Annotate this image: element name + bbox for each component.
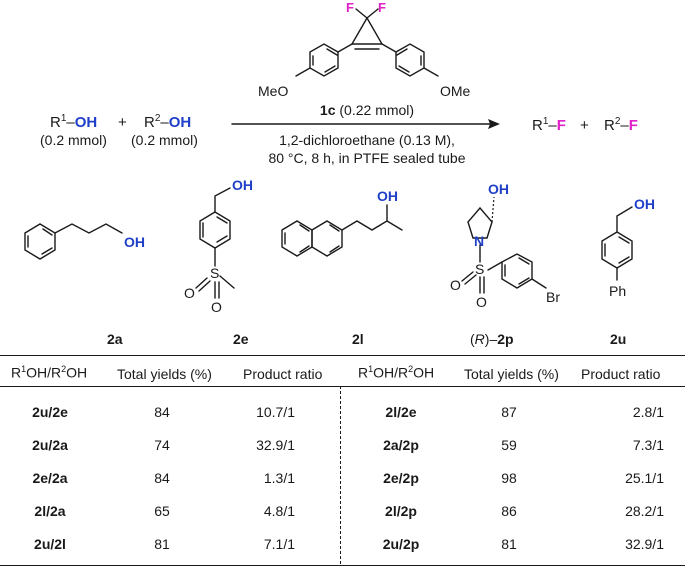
substrate-2e-oxygen-1: O	[184, 285, 195, 301]
cell-left-ratio: 7.1/1	[263, 536, 295, 552]
header-pair-left: R1OH/R2OH	[11, 364, 88, 381]
substrate-2p-nitrogen: N	[474, 233, 484, 249]
reagent-amount: (0.22 mmol)	[339, 102, 414, 118]
header-pair-right: R1OH/R2OH	[358, 364, 435, 381]
substrate-2a-oh: OH	[124, 234, 145, 250]
substrate-2a-label: 2a	[107, 331, 123, 347]
header-ratio-left: Product ratio	[243, 366, 323, 382]
cell-left-yield: 74	[154, 437, 170, 453]
header-yield-right: Total yields (%)	[464, 366, 559, 382]
methoxy-right-label: OMe	[440, 83, 471, 99]
cell-right-yield: 81	[501, 536, 517, 552]
reactant-1-amount: (0.2 mmol)	[40, 132, 107, 148]
reactant-2-amount: (0.2 mmol)	[131, 132, 198, 148]
substrate-2l-oh: OH	[377, 188, 398, 204]
table-column-divider	[340, 386, 341, 564]
cell-right-pair: 2a/2p	[383, 437, 419, 453]
cell-right-ratio: 2.8/1	[632, 404, 664, 420]
fluorine-atom-left: F	[346, 0, 354, 15]
condition-line-2: 80 °C, 8 h, in PTFE sealed tube	[268, 150, 465, 166]
product-1: R1–F	[532, 116, 566, 134]
substrate-2u-structure	[601, 206, 633, 281]
reactant-1: R1–OH	[50, 113, 97, 131]
substrate-2u-label: 2u	[610, 331, 626, 347]
reagent-1c-structure: F F MeO OMe	[258, 0, 471, 99]
reaction-arrow	[231, 119, 500, 129]
cell-right-pair: 2l/2e	[385, 404, 417, 420]
cell-left-pair: 2l/2a	[34, 503, 66, 519]
substrate-2p-oh: OH	[488, 181, 509, 197]
methoxy-left-label: MeO	[258, 83, 288, 99]
substrate-2p-oxygen-2: O	[476, 294, 487, 310]
substrate-2l-label: 2l	[352, 331, 364, 347]
cell-left-ratio: 1.3/1	[263, 470, 295, 486]
cell-right-yield: 87	[501, 404, 517, 420]
condition-line-1: 1,2-dichloroethane (0.13 M),	[279, 132, 455, 148]
substrate-2p-oxygen-1: O	[450, 277, 461, 293]
substrate-2e-label: 2e	[233, 331, 249, 347]
plus-sign: +	[118, 114, 127, 131]
cell-left-yield: 81	[154, 536, 170, 552]
cell-right-yield: 86	[501, 503, 517, 519]
cell-left-pair: 2u/2e	[32, 404, 68, 420]
cell-right-ratio: 7.3/1	[632, 437, 664, 453]
cell-left-ratio: 4.8/1	[263, 503, 295, 519]
header-ratio-right: Product ratio	[581, 366, 661, 382]
cell-left-pair: 2e/2a	[32, 470, 68, 486]
substrate-2u-oh: OH	[634, 196, 655, 212]
substrate-2a-structure	[24, 223, 123, 260]
cell-right-pair: 2u/2p	[382, 536, 420, 552]
cell-right-pair: 2l/2p	[385, 503, 417, 519]
substrate-2e-structure	[195, 187, 235, 299]
reagent-amount-line: 1c (0.22 mmol)	[320, 102, 414, 118]
header-yield-left: Total yields (%)	[117, 366, 212, 382]
reactant-2: R2–OH	[144, 113, 191, 131]
product-plus-sign: +	[580, 117, 589, 134]
cell-right-pair: 2e/2p	[383, 470, 419, 486]
reaction-scheme: F F MeO OMe 1c (0.22 mmol) R1–OH (0.2 mm…	[24, 0, 655, 347]
table-top-rule	[0, 355, 685, 356]
cell-right-ratio: 28.2/1	[625, 503, 664, 519]
substrate-2e-sulfur: S	[210, 265, 219, 281]
substrate-2p-sulfur: S	[475, 261, 484, 277]
cell-left-yield: 84	[154, 404, 170, 420]
cell-right-ratio: 32.9/1	[625, 536, 664, 552]
table-bottom-rule	[0, 565, 685, 566]
substrate-2u-phenyl: Ph	[609, 283, 626, 299]
substrate-2p-structure	[461, 196, 547, 294]
substrate-2l-structure	[281, 204, 403, 257]
substrate-2p-bromine: Br	[546, 289, 560, 305]
table-header-rule	[0, 386, 685, 387]
cell-right-yield: 59	[501, 437, 517, 453]
cell-right-ratio: 25.1/1	[625, 470, 664, 486]
cell-left-yield: 65	[154, 503, 170, 519]
cell-left-yield: 84	[154, 470, 170, 486]
cell-left-pair: 2u/2a	[32, 437, 68, 453]
cell-left-ratio: 32.9/1	[256, 437, 295, 453]
fluorine-atom-right: F	[378, 0, 386, 15]
substrate-2e-oh: OH	[232, 177, 253, 193]
product-2: R2–F	[604, 116, 638, 134]
cell-left-ratio: 10.7/1	[256, 404, 295, 420]
substrate-2e-oxygen-2: O	[211, 299, 222, 315]
substrate-2p-label: (R)–2p	[470, 331, 514, 347]
reagent-label: 1c	[320, 102, 336, 118]
cell-left-pair: 2u/2l	[34, 536, 66, 552]
cell-right-yield: 98	[501, 470, 517, 486]
